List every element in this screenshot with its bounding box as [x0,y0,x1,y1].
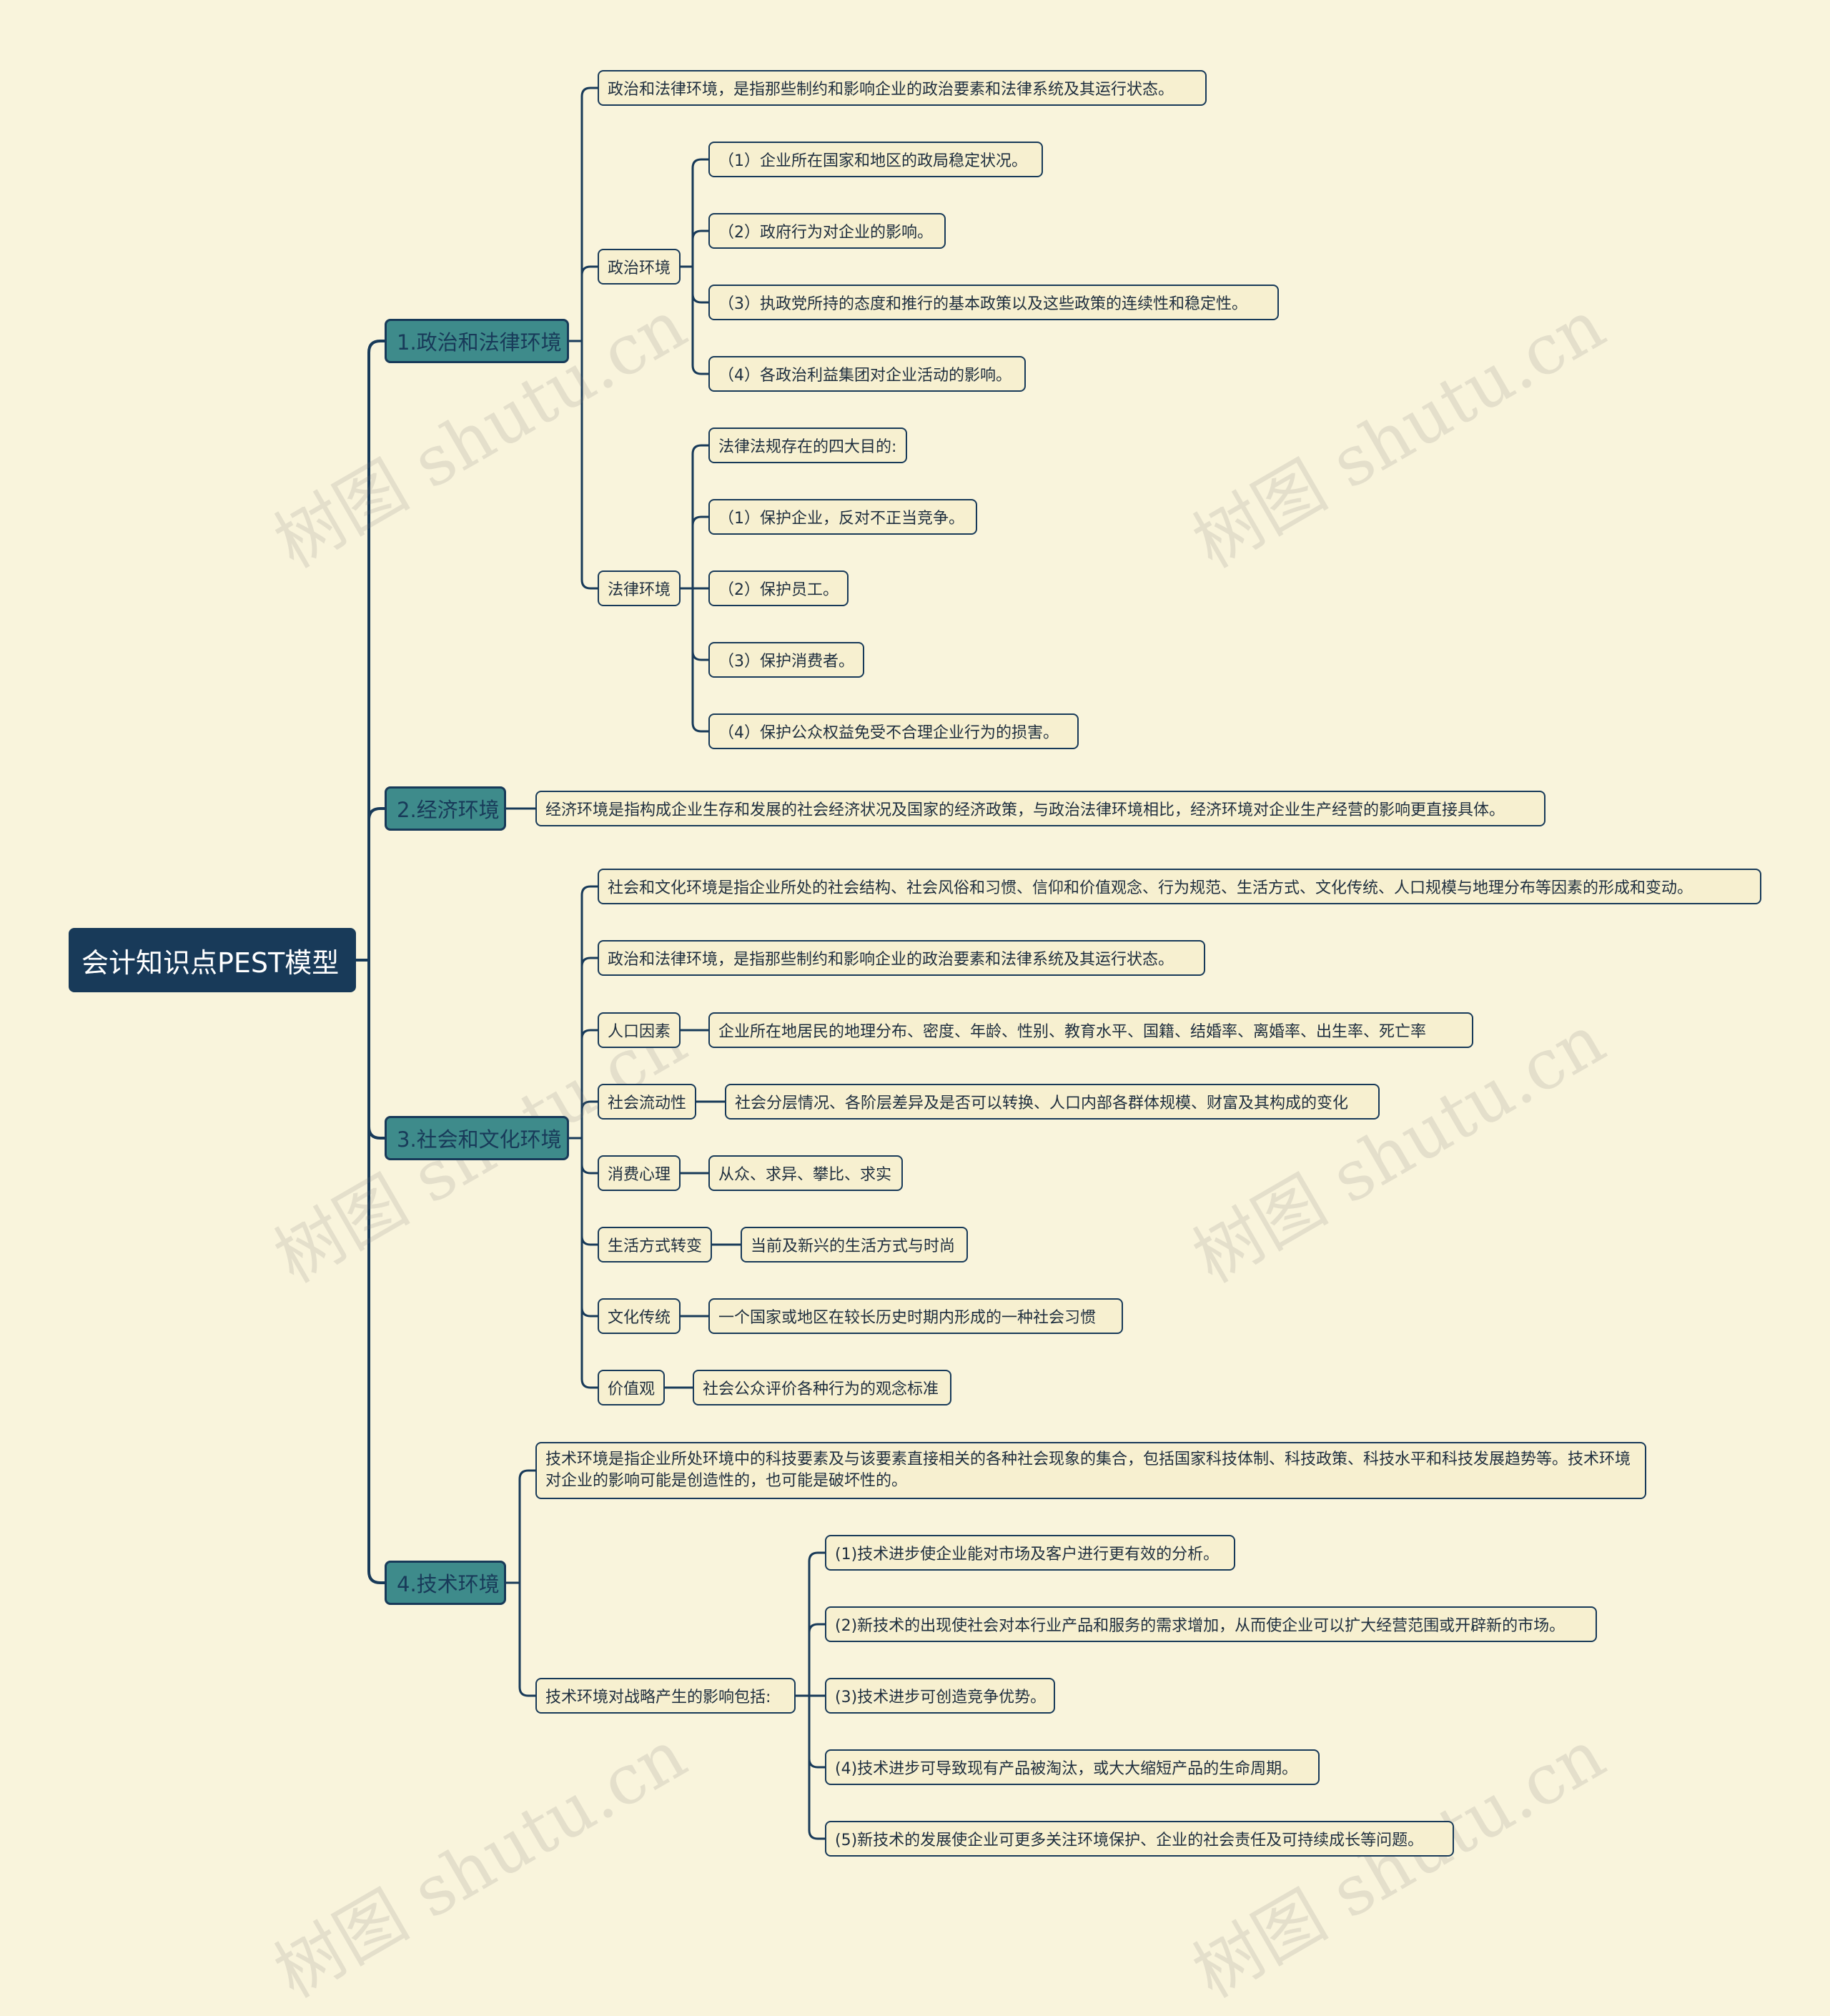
economic-definition[interactable]: 经济环境是指构成企业生存和发展的社会经济状况及国家的经济政策，与政治法律环境相比… [535,791,1545,826]
political-legal-definition[interactable]: 政治和法律环境，是指那些制约和影响企业的政治要素和法律系统及其运行状态。 [598,70,1207,106]
connector [691,588,708,733]
political-legal-definition-repeat[interactable]: 政治和法律环境，是指那些制约和影响企业的政治要素和法律系统及其运行状态。 [598,940,1205,976]
social-cultural-definition[interactable]: 社会和文化环境是指企业所处的社会结构、社会风俗和习惯、信仰和价值观念、行为规范、… [598,869,1761,904]
population-factor[interactable]: 人口因素 [598,1012,681,1048]
technology-definition[interactable]: 技术环境是指企业所处环境中的科技要素及与该要素直接相关的各种社会现象的集合，包括… [535,1442,1646,1499]
connector [367,960,385,1140]
connector [691,588,708,661]
technology-impact-item[interactable]: (5)新技术的发展使企业可更多关注环境保护、企业的社会责任及可持续成长等问题。 [825,1821,1454,1857]
connector-lines [356,87,825,1840]
connector [367,960,385,1584]
connector [580,1029,598,1138]
branch-social-cultural[interactable]: 3.社会和文化环境 [385,1116,569,1160]
lifestyle-change[interactable]: 生活方式转变 [598,1227,712,1263]
connector [808,1696,825,1840]
branch-political-legal[interactable]: 1.政治和法律环境 [385,319,569,363]
connector [367,340,385,960]
cultural-tradition[interactable]: 文化传统 [598,1298,681,1334]
connector [580,957,598,1138]
mind-map-canvas: 树图 shutu.cn 树图 shutu.cn 树图 shutu.cn 树图 s… [69,70,1761,2013]
political-environment[interactable]: 政治环境 [598,249,681,285]
legal-item[interactable]: （3）保护消费者。 [708,642,864,678]
connector [580,1100,598,1138]
consumer-psychology-detail[interactable]: 从众、求异、攀比、求实 [708,1155,903,1191]
lifestyle-change-detail[interactable]: 当前及新兴的生活方式与时尚 [741,1227,968,1263]
connector [580,1138,598,1246]
connector [580,1138,598,1318]
root-topic[interactable]: 会计知识点PEST模型 [69,928,356,992]
connector [518,1583,535,1697]
connector [691,229,708,267]
consumer-psychology[interactable]: 消费心理 [598,1155,681,1191]
technology-impact-item[interactable]: (4)技术进步可导致现有产品被淘汰，或大大缩短产品的生命周期。 [825,1749,1320,1785]
connector [691,444,708,588]
connector [691,158,708,267]
connector [580,265,598,341]
branch-economic[interactable]: 2.经济环境 [385,786,506,831]
technology-impact[interactable]: 技术环境对战略产生的影响包括: [535,1678,796,1714]
legal-item[interactable]: 法律法规存在的四大目的: [708,428,907,463]
legal-item[interactable]: （2）保护员工。 [708,570,849,606]
connector [691,267,708,304]
connector [580,341,598,590]
connector [580,1138,598,1389]
social-mobility[interactable]: 社会流动性 [598,1084,696,1120]
values[interactable]: 价值观 [598,1370,665,1405]
technology-impact-item[interactable]: (2)新技术的出现使社会对本行业产品和服务的需求增加，从而使企业可以扩大经营范围… [825,1606,1597,1642]
technology-impact-item[interactable]: (1)技术进步使企业能对市场及客户进行更有效的分析。 [825,1535,1235,1571]
connector [808,1696,825,1769]
political-item[interactable]: （1）企业所在国家和地区的政局稳定状况。 [708,142,1043,177]
connector [367,807,385,960]
connector [808,1551,825,1696]
connector [808,1623,825,1696]
values-detail[interactable]: 社会公众评价各种行为的观念标准 [693,1370,951,1405]
legal-item[interactable]: （1）保护企业，反对不正当竞争。 [708,499,977,535]
population-factor-detail[interactable]: 企业所在地居民的地理分布、密度、年龄、性别、教育水平、国籍、结婚率、离婚率、出生… [708,1012,1473,1048]
connector [580,885,598,1138]
connector [691,267,708,375]
political-item[interactable]: （2）政府行为对企业的影响。 [708,213,946,249]
social-mobility-detail[interactable]: 社会分层情况、各阶层差异及是否可以转换、人口内部各群体规模、财富及其构成的变化 [725,1084,1380,1120]
legal-environment[interactable]: 法律环境 [598,570,681,606]
legal-item[interactable]: （4）保护公众权益免受不合理企业行为的损害。 [708,713,1079,749]
political-item[interactable]: （3）执政党所持的态度和推行的基本政策以及这些政策的连续性和稳定性。 [708,285,1279,320]
political-item[interactable]: （4）各政治利益集团对企业活动的影响。 [708,356,1026,392]
cultural-tradition-detail[interactable]: 一个国家或地区在较长历史时期内形成的一种社会习惯 [708,1298,1123,1334]
technology-impact-item[interactable]: (3)技术进步可创造竞争优势。 [825,1678,1055,1714]
connector [518,1469,535,1583]
branch-technology[interactable]: 4.技术环境 [385,1561,506,1605]
connector [580,1138,598,1175]
connector [580,87,598,341]
connector [691,515,708,588]
